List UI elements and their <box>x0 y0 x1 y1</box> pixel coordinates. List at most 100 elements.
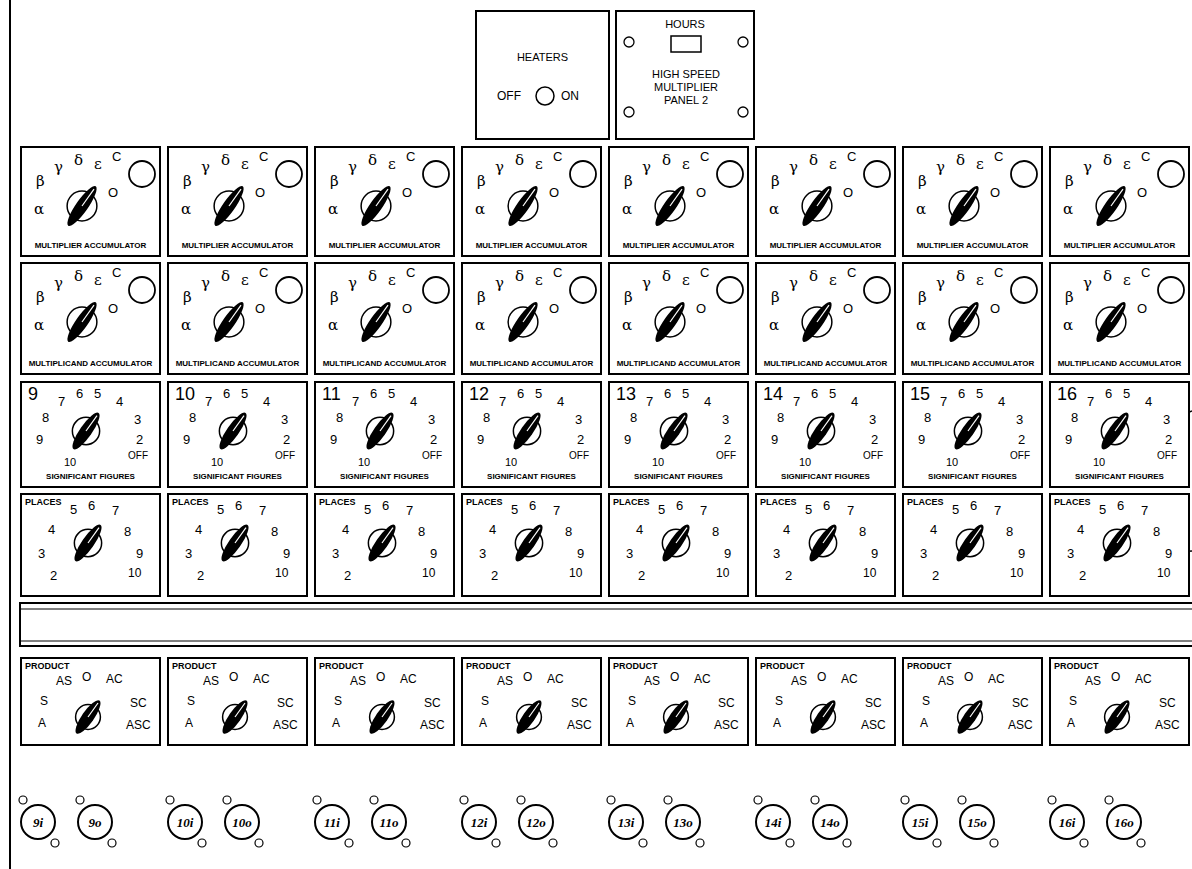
dial-mark: ASC <box>420 719 445 731</box>
dial-mark: δ <box>221 153 230 168</box>
dial-mark: 3 <box>1067 547 1074 560</box>
switch-title: PLACES <box>760 498 797 507</box>
dial-mark: γ <box>1083 160 1092 175</box>
dial-mark: 10 <box>1010 567 1023 579</box>
dial-mark: δ <box>221 269 230 284</box>
dial-mark: O <box>229 671 238 683</box>
significant-figures-switch: 98765439210OFFSIGNIFICANT FIGURES <box>20 381 161 488</box>
switch-title: MULTIPLIER ACCUMULATOR <box>612 242 745 250</box>
dial-mark: α <box>769 318 779 333</box>
switch-title: SIGNIFICANT FIGURES <box>171 473 304 481</box>
dial-mark: AS <box>644 675 660 687</box>
dial-mark: α <box>769 202 779 217</box>
accumulator-selector-switch: βγδεCαOMULTIPLICAND ACCUMULATOR <box>755 262 896 375</box>
dial-mark: δ <box>368 269 377 284</box>
dial-mark: 8 <box>924 411 931 424</box>
dial-mark: 5 <box>94 387 101 400</box>
dial-mark: 4 <box>410 395 417 408</box>
dial-mark: δ <box>515 153 524 168</box>
dial-mark: C <box>259 266 268 279</box>
dial-mark: ε <box>976 273 984 288</box>
dial-mark: O <box>990 186 1000 199</box>
dial-mark: 2 <box>491 569 498 582</box>
terminal-label: 12o <box>520 816 552 829</box>
dial-mark: 5 <box>388 387 395 400</box>
dial-mark: SC <box>277 697 294 709</box>
dial-mark: ε <box>1123 157 1131 172</box>
accumulator-selector-switch: βγδεCαOMULTIPLICAND ACCUMULATOR <box>461 262 602 375</box>
dial-mark: δ <box>515 269 524 284</box>
dial-mark: α <box>622 202 632 217</box>
dial-mark: S <box>334 695 342 707</box>
dial-mark: γ <box>54 160 63 175</box>
terminal-socket: 10i <box>167 804 203 840</box>
dial-mark: 6 <box>1105 387 1112 400</box>
dial-mark: OFF <box>863 451 883 461</box>
switch-title: MULTIPLICAND ACCUMULATOR <box>906 360 1039 368</box>
dial-mark: 8 <box>418 525 425 538</box>
dial-mark: ASC <box>273 719 298 731</box>
dial-mark: γ <box>936 276 945 291</box>
dial-mark: δ <box>662 153 671 168</box>
switch-title: PLACES <box>25 498 62 507</box>
dial-mark: 3 <box>332 547 339 560</box>
switch-title: SIGNIFICANT FIGURES <box>906 473 1039 481</box>
dial-mark: C <box>994 266 1003 279</box>
dial-mark: ε <box>94 273 102 288</box>
hours-meter-box: HOURSHIGH SPEED MULTIPLIER PANEL 2 <box>615 10 755 140</box>
dial-mark: β <box>330 174 339 189</box>
dial-mark: OFF <box>1157 451 1177 461</box>
dial-mark: 2 <box>724 433 731 446</box>
dial-mark: AC <box>694 673 711 685</box>
terminal-socket: 16i <box>1049 804 1085 840</box>
dial-mark: 6 <box>76 387 83 400</box>
terminal-label: 13i <box>610 816 642 829</box>
terminal-socket: 12o <box>518 804 554 840</box>
dial-mark: O <box>255 186 265 199</box>
dial-mark: β <box>183 174 192 189</box>
dial-mark: 5 <box>658 503 665 516</box>
places-switch: PLACES5674839210 <box>314 493 455 597</box>
dial-mark: C <box>700 266 709 279</box>
dial-mark: 9 <box>183 433 190 446</box>
switch-title: MULTIPLIER ACCUMULATOR <box>759 242 892 250</box>
switch-title: MULTIPLIER ACCUMULATOR <box>465 242 598 250</box>
places-switch: PLACES5674839210 <box>167 493 308 597</box>
dial-mark: 7 <box>553 504 560 517</box>
switch-title: MULTIPLICAND ACCUMULATOR <box>465 360 598 368</box>
dial-mark: O <box>817 671 826 683</box>
dial-mark: 3 <box>428 413 435 426</box>
dial-mark: O <box>402 302 412 315</box>
dial-mark: 5 <box>952 503 959 516</box>
switch-title: PLACES <box>613 498 650 507</box>
terminal-label: 10i <box>169 816 201 829</box>
dial-mark: O <box>549 186 559 199</box>
dial-mark: 5 <box>364 503 371 516</box>
dial-mark: C <box>847 150 856 163</box>
dial-mark: 9 <box>1018 547 1025 560</box>
dial-mark: C <box>259 150 268 163</box>
dial-mark: ASC <box>714 719 739 731</box>
dial-mark: 2 <box>283 433 290 446</box>
dial-mark: O <box>670 671 679 683</box>
terminal-socket: 9i <box>20 804 56 840</box>
dial-mark: 9 <box>771 433 778 446</box>
dial-mark: AC <box>988 673 1005 685</box>
dial-mark: 2 <box>1079 569 1086 582</box>
dial-mark: 4 <box>342 523 349 536</box>
dial-mark: β <box>624 174 633 189</box>
dial-mark: C <box>847 266 856 279</box>
terminal-socket: 14i <box>755 804 791 840</box>
dial-mark: OFF <box>422 451 442 461</box>
panel-heading: HOURS <box>617 19 753 30</box>
dial-mark: 5 <box>829 387 836 400</box>
dial-mark: β <box>36 290 45 305</box>
dial-mark: 10 <box>652 457 664 468</box>
dial-mark: γ <box>201 160 210 175</box>
dial-mark: 5 <box>70 503 77 516</box>
dial-mark: C <box>1141 150 1150 163</box>
dial-mark: ASC <box>1155 719 1180 731</box>
dial-mark: O <box>255 302 265 315</box>
dial-mark: δ <box>809 269 818 284</box>
dial-mark: 4 <box>1077 523 1084 536</box>
